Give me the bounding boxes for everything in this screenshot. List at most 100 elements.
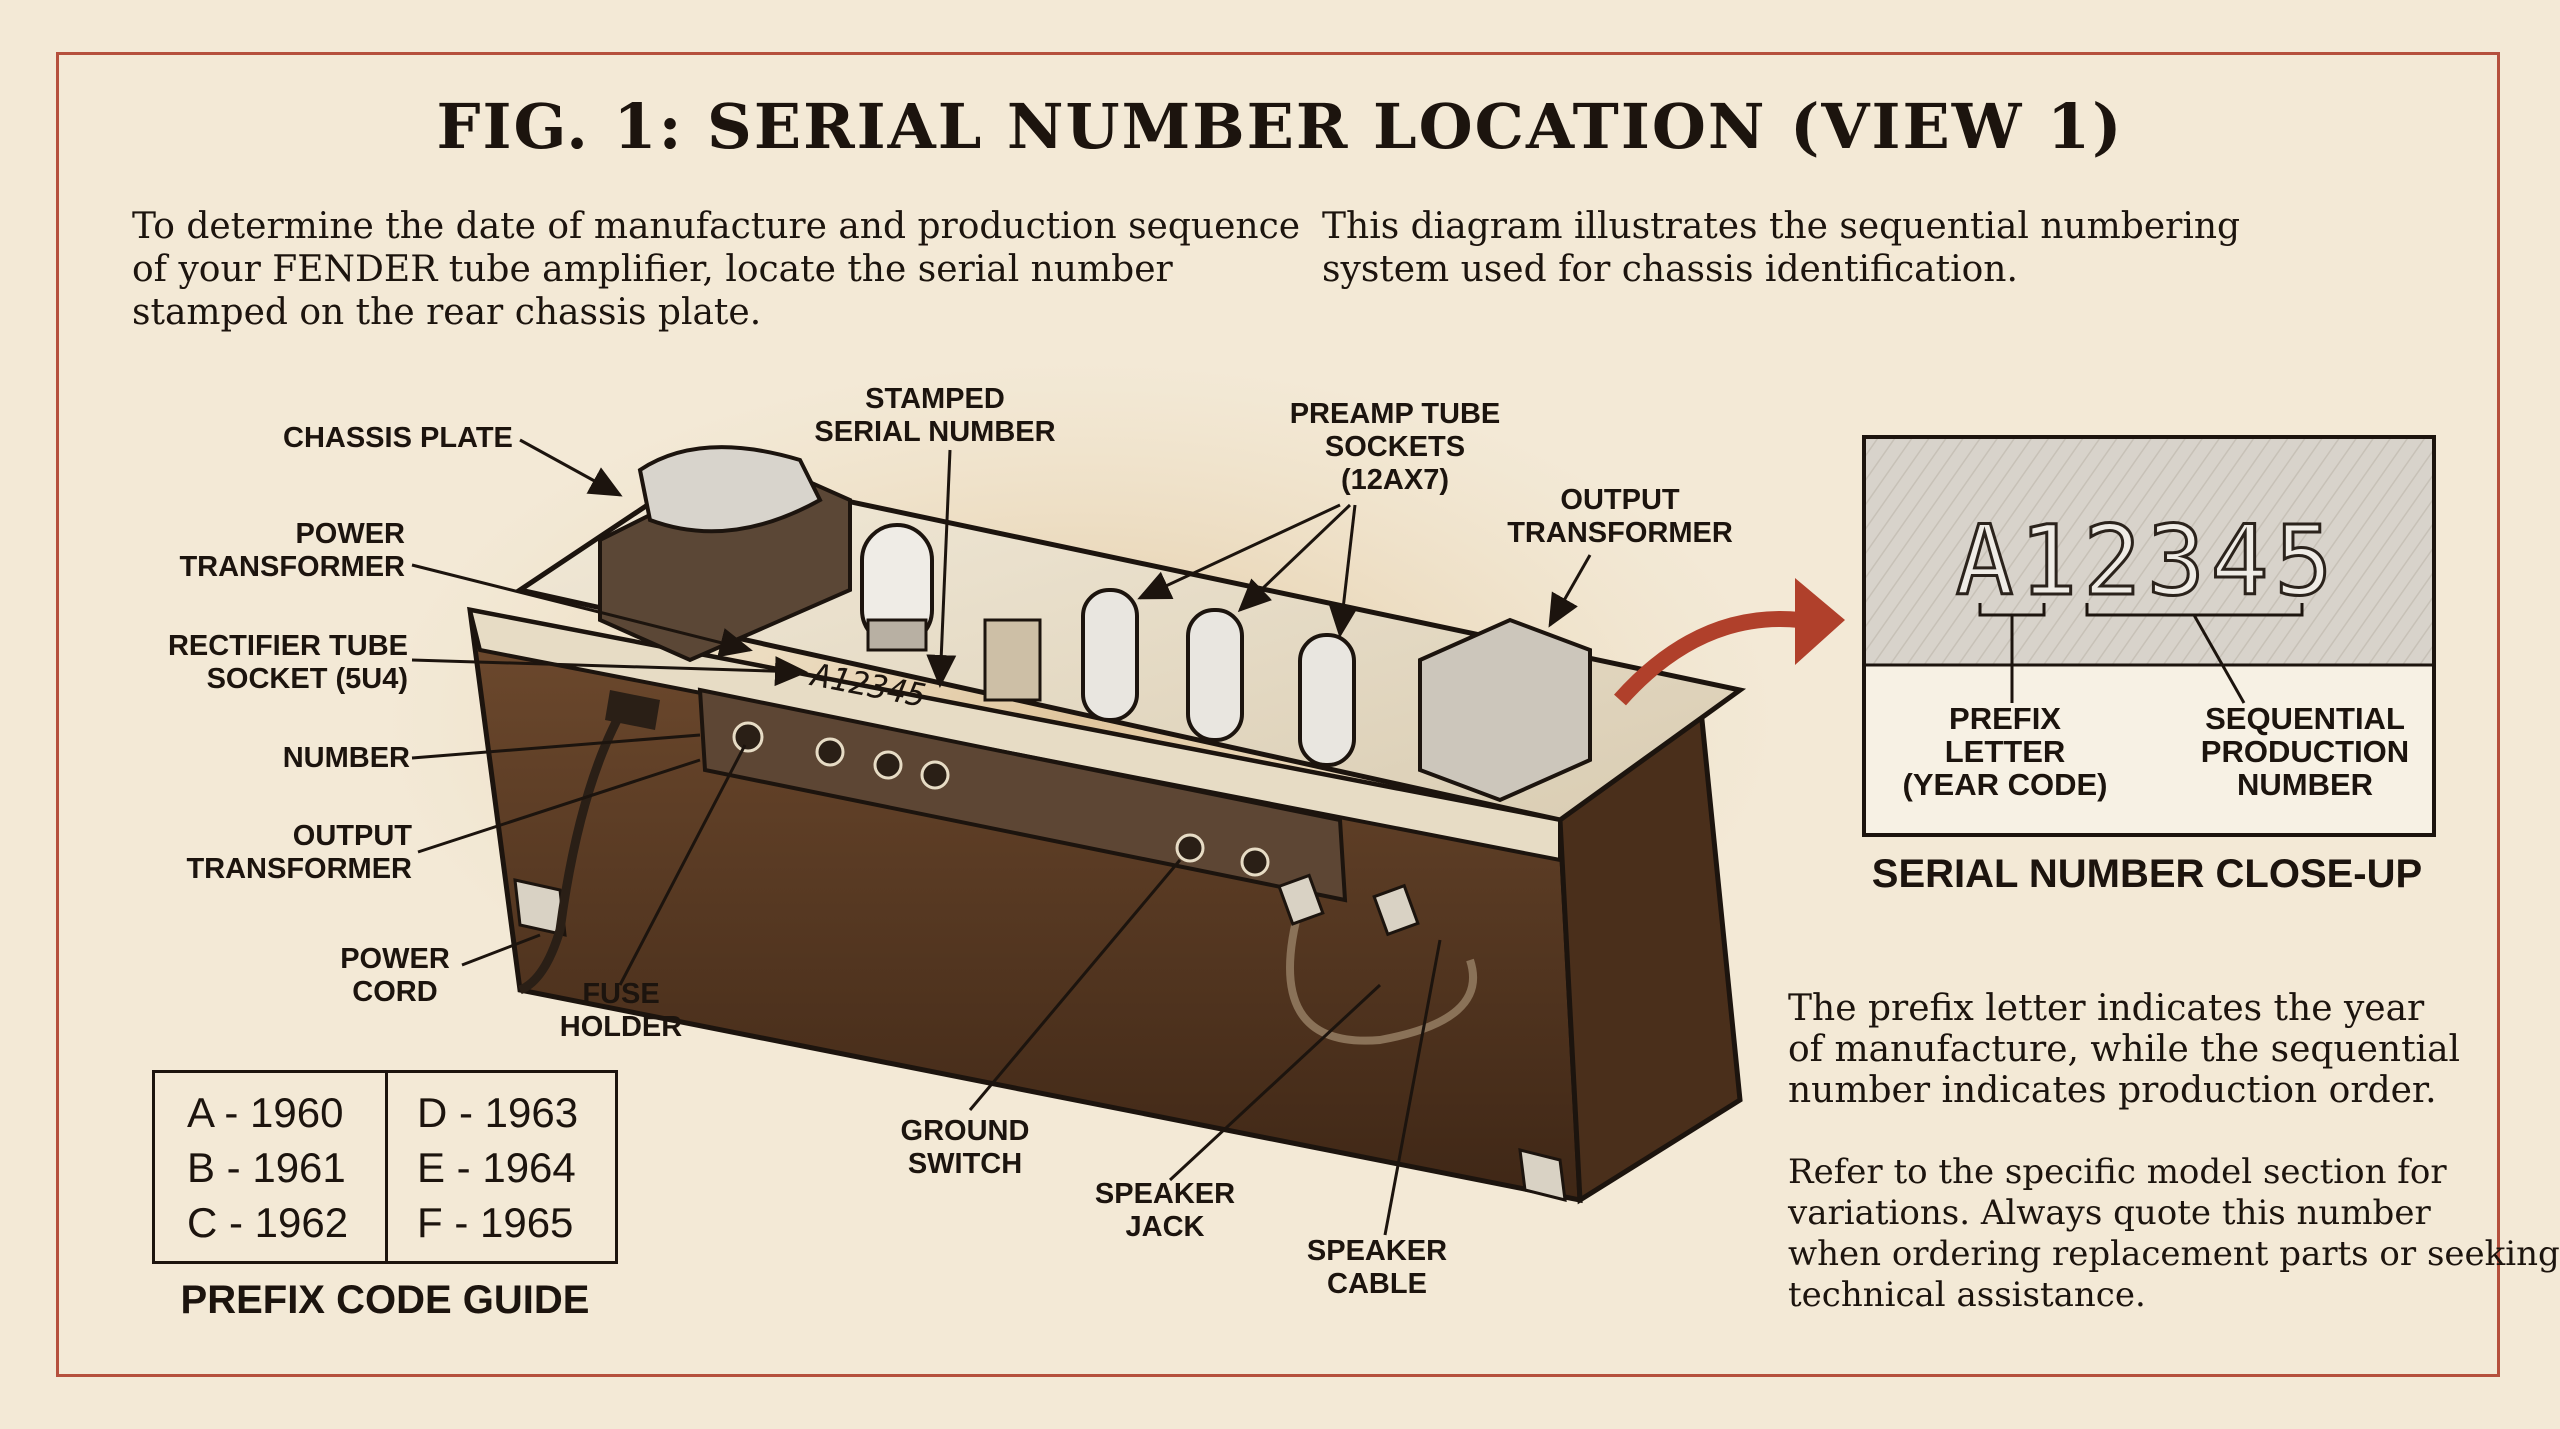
- border-frame: [56, 52, 2500, 1377]
- label-fuse-holder: FUSE HOLDER: [546, 978, 696, 1044]
- label-line: NUMBER: [2236, 767, 2374, 802]
- label-line: PREAMP TUBE: [1289, 398, 1501, 430]
- speaker-plug: [1277, 873, 1325, 926]
- label-line: SOCKET (5U4): [206, 663, 408, 695]
- figure-title: FIG. 1: SERIAL NUMBER LOCATION (VIEW 1): [436, 90, 2124, 163]
- leader-fuse-holder: [618, 744, 747, 986]
- table-column-left: A - 1960 B - 1961 C - 1962: [187, 1085, 348, 1250]
- leader-output-transformer-top: [1548, 554, 1592, 628]
- label-power-cord: POWER CORD: [325, 943, 465, 1009]
- leader-preamp-tube-2: [1237, 503, 1352, 613]
- closeup-title: SERIAL NUMBER CLOSE-UP: [1871, 852, 2423, 896]
- closeup-arrow-shaft: [1614, 611, 1801, 706]
- notes-line: technical assistance.: [1788, 1275, 2146, 1315]
- leader-number: [411, 733, 701, 760]
- prefix-guide-title: PREFIX CODE GUIDE: [180, 1278, 590, 1322]
- leader-power-transformer: [411, 563, 753, 658]
- label-line: CORD: [352, 976, 438, 1008]
- notes-line: Refer to the specific model section for: [1788, 1152, 2447, 1192]
- notes-line: variations. Always quote this number: [1788, 1193, 2431, 1233]
- label-line: POWER: [340, 943, 450, 975]
- label-ground-switch: GROUND SWITCH: [885, 1115, 1045, 1181]
- notes-line: of manufacture, while the sequential: [1788, 1029, 2461, 1070]
- leader-speaker-cable: [1383, 939, 1442, 1236]
- label-line: LETTER: [1944, 734, 2066, 769]
- leader-stamped-serial: [926, 449, 957, 688]
- label-line: SPEAKER: [1094, 1178, 1236, 1210]
- power-transformer-cap: [637, 445, 823, 534]
- label-line: RECTIFIER TUBE: [167, 630, 408, 662]
- label-line: POWER: [295, 518, 405, 550]
- serial-closeup-box: [1862, 435, 2436, 837]
- label-line: SOCKETS: [1324, 431, 1466, 463]
- label-speaker-cable: SPEAKER CABLE: [1297, 1235, 1457, 1301]
- notes-paragraph-2: Refer to the specific model section for …: [1788, 1152, 2560, 1316]
- label-line: SWITCH: [907, 1148, 1023, 1180]
- intro-left: To determine the date of manufacture and…: [132, 205, 1300, 334]
- label-line: TRANSFORMER: [179, 551, 405, 583]
- table-cell: D - 1963: [417, 1089, 579, 1136]
- notes-line: number indicates production order.: [1788, 1070, 2437, 1111]
- label-line: PREFIX: [1949, 701, 2061, 736]
- label-line: OUTPUT: [1560, 484, 1680, 516]
- leader-sequential: [2192, 614, 2246, 704]
- capacitor-block: [983, 618, 1042, 702]
- intro-right-line: This diagram illustrates the sequential …: [1322, 206, 2241, 247]
- table-cell: A - 1960: [187, 1089, 344, 1136]
- label-sequential-number: SEQUENTIAL PRODUCTION NUMBER: [2175, 702, 2435, 801]
- chassis-plate: [467, 607, 1562, 863]
- label-line: STAMPED: [865, 383, 1005, 415]
- table-cell: C - 1962: [187, 1199, 349, 1246]
- rectifier-socket: [866, 618, 928, 652]
- label-line: JACK: [1125, 1211, 1205, 1243]
- label-speaker-jack: SPEAKER JACK: [1085, 1178, 1245, 1244]
- intro-right-line: system used for chassis identification.: [1322, 249, 2018, 290]
- preamp-tube: [1298, 633, 1356, 767]
- table-cell: F - 1965: [417, 1199, 574, 1246]
- notes-line: The prefix letter indicates the year: [1788, 988, 2425, 1029]
- leader-rectifier-socket: [411, 656, 808, 687]
- label-stamped-serial: STAMPED SERIAL NUMBER: [805, 383, 1065, 449]
- label-output-transformer-left: OUTPUT TRANSFORMER: [160, 820, 412, 886]
- leader-chassis-plate: [519, 438, 623, 497]
- label-line: CABLE: [1327, 1268, 1427, 1300]
- fuse-holder-knob: [732, 721, 764, 753]
- label-line: HOLDER: [559, 1011, 683, 1043]
- leader-output-transformer-left: [417, 758, 701, 854]
- notes-line: when ordering replacement parts or seeki…: [1788, 1234, 2560, 1274]
- preamp-tube: [1081, 588, 1139, 722]
- leader-preamp-tube-1: [1137, 503, 1341, 600]
- corner-protector: [513, 878, 567, 937]
- speaker-jack: [1175, 833, 1205, 863]
- intro-left-line: of your FENDER tube amplifier, locate th…: [132, 249, 1173, 290]
- closeup-metal-texture: [1866, 439, 2432, 665]
- label-line: SEQUENTIAL: [2205, 701, 2405, 736]
- intro-left-line: stamped on the rear chassis plate.: [132, 292, 762, 333]
- corner-protector: [1518, 1148, 1567, 1202]
- label-line: SERIAL NUMBER: [814, 416, 1056, 448]
- leader-power-cord: [461, 933, 541, 967]
- leader-speaker-jack: [1168, 983, 1382, 1182]
- closeup-arrow-head: [1795, 578, 1845, 665]
- label-output-transformer-top: OUTPUT TRANSFORMER: [1500, 484, 1740, 550]
- speaker-cable: [1286, 903, 1478, 1045]
- label-preamp-tube-sockets: PREAMP TUBE SOCKETS (12AX7): [1255, 398, 1535, 497]
- label-number: NUMBER: [282, 742, 410, 774]
- intro-right: This diagram illustrates the sequential …: [1322, 205, 2240, 291]
- input-jack: [920, 760, 950, 790]
- closeup-serial: A12345: [1954, 504, 2339, 619]
- label-line: FUSE: [582, 978, 660, 1010]
- table-cell: B - 1961: [187, 1144, 346, 1191]
- table-column-right: D - 1963 E - 1964 F - 1965: [417, 1085, 578, 1250]
- label-line: PRODUCTION: [2200, 734, 2410, 769]
- leader-preamp-tube-3: [1328, 504, 1359, 638]
- notes-paragraph-1: The prefix letter indicates the year of …: [1788, 988, 2460, 1111]
- speaker-plug: [1372, 883, 1420, 937]
- label-line: OUTPUT: [292, 820, 412, 852]
- preamp-tube: [1186, 608, 1244, 742]
- input-jack: [873, 750, 903, 780]
- label-power-transformer: POWER TRANSFORMER: [140, 518, 405, 584]
- prefix-code-table: A - 1960 B - 1961 C - 1962 D - 1963 E - …: [152, 1070, 618, 1264]
- label-line: (12AX7): [1341, 464, 1449, 496]
- label-prefix-letter: PREFIX LETTER (YEAR CODE): [1895, 702, 2115, 801]
